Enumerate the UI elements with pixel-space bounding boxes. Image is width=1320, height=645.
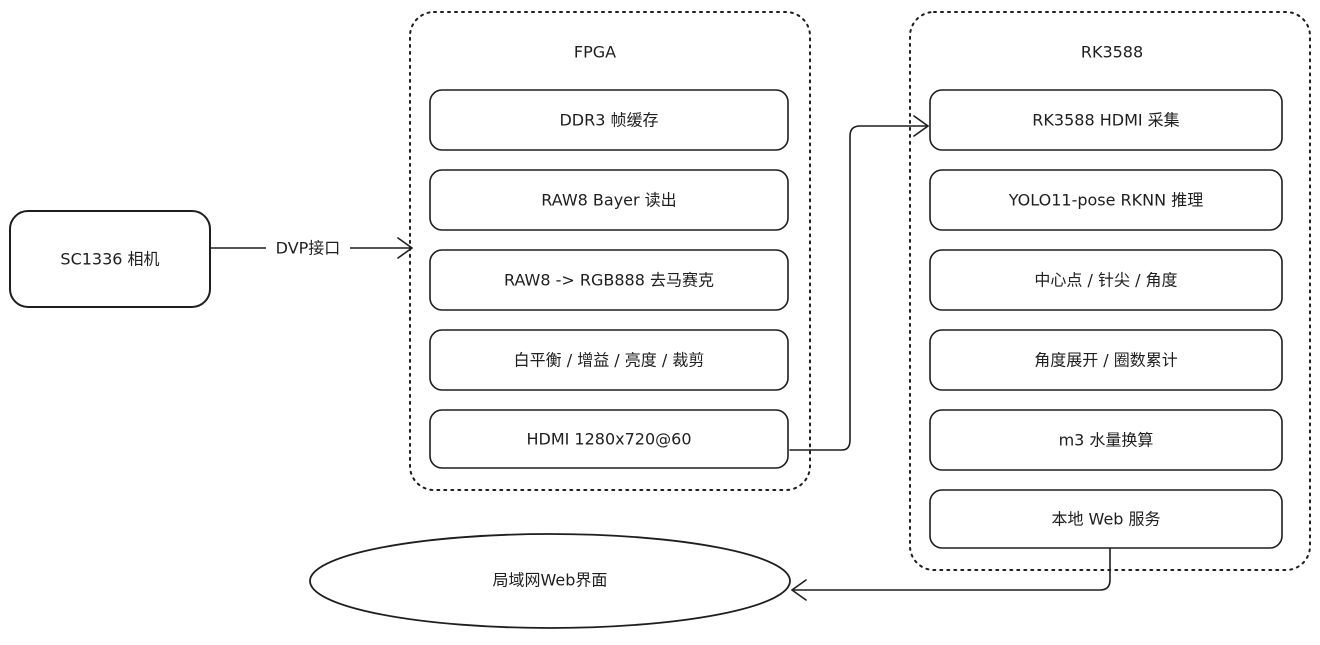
rk-block-volume-convert: m3 水量换算 [929, 409, 1283, 471]
dvp-label: DVP接口 [276, 239, 341, 258]
camera-node: SC1336 相机 [9, 210, 211, 308]
fpga-title: FPGA [574, 43, 616, 62]
rk-block-label: 角度展开 / 圈数累计 [1034, 351, 1178, 370]
rk-block-label: YOLO11-pose RKNN 推理 [1008, 191, 1203, 210]
fpga-block-label: DDR3 帧缓存 [559, 111, 658, 130]
rk-block-label: 本地 Web 服务 [1051, 510, 1160, 529]
fpga-block-demosaic: RAW8 -> RGB888 去马赛克 [429, 249, 789, 311]
rk-block-keypoints: 中心点 / 针尖 / 角度 [929, 249, 1283, 311]
fpga-block-ddr3: DDR3 帧缓存 [429, 89, 789, 151]
fpga-block-label: RAW8 -> RGB888 去马赛克 [504, 271, 714, 290]
rk-block-hdmi-capture: RK3588 HDMI 采集 [929, 89, 1283, 151]
dvp-connector: DVP接口 [209, 237, 413, 259]
fpga-block-raw8-readout: RAW8 Bayer 读出 [429, 169, 789, 231]
rk3588-title: RK3588 [1081, 43, 1143, 62]
rk-block-angle-unwrap: 角度展开 / 圈数累计 [929, 329, 1283, 391]
rk3588-group: RK3588 RK3588 HDMI 采集 YOLO11-pose RKNN 推… [909, 11, 1311, 571]
fpga-block-label: RAW8 Bayer 读出 [541, 191, 676, 210]
fpga-block-label: HDMI 1280x720@60 [526, 430, 691, 449]
fpga-block-label: 白平衡 / 增益 / 亮度 / 裁剪 [514, 351, 705, 370]
rk-block-yolo-inference: YOLO11-pose RKNN 推理 [929, 169, 1283, 231]
rk-block-label: RK3588 HDMI 采集 [1032, 111, 1179, 130]
camera-label: SC1336 相机 [60, 250, 159, 269]
fpga-block-hdmi-out: HDMI 1280x720@60 [429, 409, 789, 469]
rk-block-label: 中心点 / 针尖 / 角度 [1034, 271, 1177, 290]
rk-block-web-service: 本地 Web 服务 [929, 489, 1283, 549]
web-connector [791, 547, 1111, 601]
fpga-block-isp: 白平衡 / 增益 / 亮度 / 裁剪 [429, 329, 789, 391]
hdmi-connector [789, 115, 929, 451]
web-ui-label: 局域网Web界面 [493, 571, 608, 590]
rk-block-label: m3 水量换算 [1059, 431, 1154, 450]
fpga-group: FPGA DDR3 帧缓存 RAW8 Bayer 读出 RAW8 -> RGB8… [409, 11, 811, 491]
web-ui-node: 局域网Web界面 [309, 533, 791, 629]
